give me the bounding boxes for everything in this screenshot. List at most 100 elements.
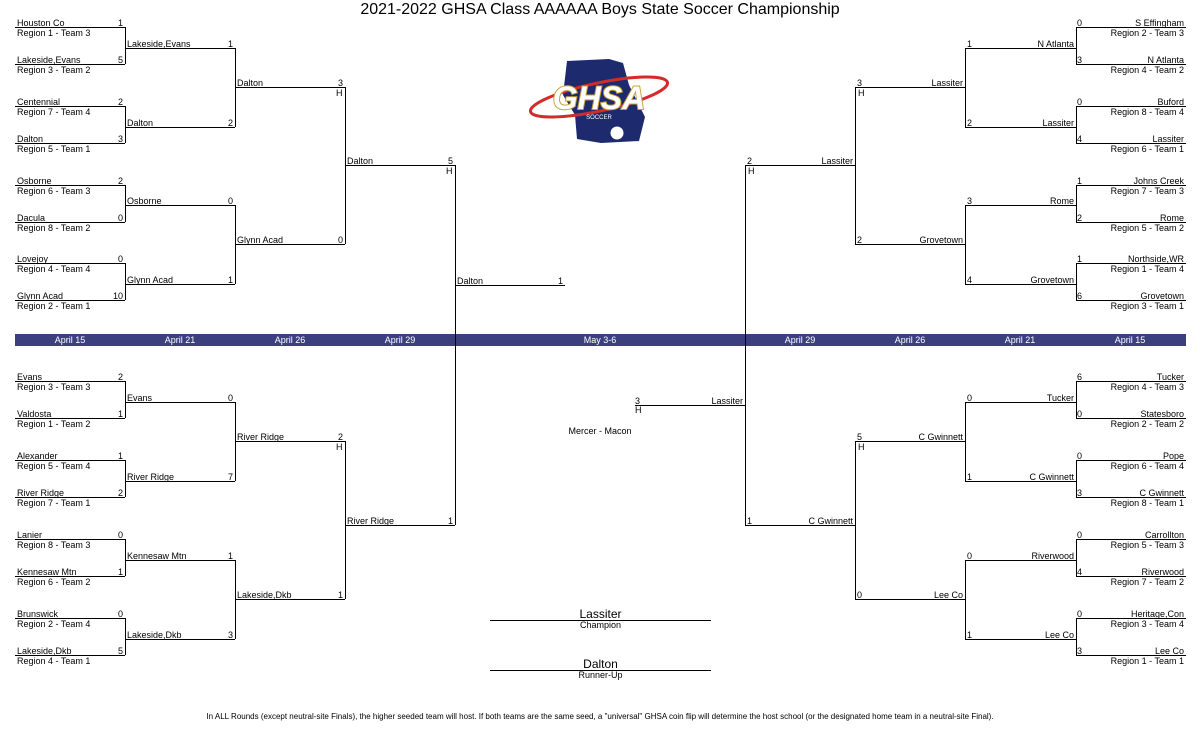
r1-seed-label: Region 1 - Team 4 — [1110, 264, 1184, 274]
r1-seed-label: Region 2 - Team 3 — [1110, 28, 1184, 38]
r2-score: 0 — [967, 393, 973, 403]
r3-host-mark: H — [336, 88, 343, 98]
r2-right-connector — [1076, 185, 1077, 222]
r2-score: 1 — [227, 551, 233, 561]
r1-team-name: Buford — [1157, 97, 1184, 107]
r1-seed-label: Region 7 - Team 3 — [1110, 186, 1184, 196]
r3-team-name: Glynn Acad — [237, 235, 284, 245]
r1-team-name: Rome — [1159, 213, 1184, 223]
r2-team-name: Osborne — [127, 196, 162, 206]
r1-right-line — [1076, 618, 1186, 619]
r2-left-line — [125, 560, 235, 561]
r1-score: 6 — [1077, 291, 1083, 301]
r2-right-connector — [1076, 381, 1077, 418]
r1-seed-label: Region 5 - Team 4 — [17, 461, 91, 471]
r1-left-line — [15, 64, 125, 65]
r1-seed-label: Region 3 - Team 3 — [17, 382, 91, 392]
r1-seed-label: Region 4 - Team 4 — [17, 264, 91, 274]
r1-score: 2 — [117, 176, 123, 186]
r1-seed-label: Region 4 - Team 2 — [1110, 65, 1184, 75]
footnote: In ALL Rounds (except neutral-site Final… — [206, 712, 994, 721]
r1-left-line — [15, 497, 125, 498]
r3-host-mark: H — [336, 442, 343, 452]
r3-score: 5 — [857, 432, 863, 442]
r1-seed-label: Region 7 - Team 4 — [17, 107, 91, 117]
r1-seed-label: Region 5 - Team 3 — [1110, 540, 1184, 550]
r2-right-connector — [1076, 460, 1077, 497]
r2-right-line — [965, 205, 1076, 206]
r2-left-line — [125, 402, 235, 403]
r2-right-connector — [1076, 106, 1077, 143]
r3-right-line — [855, 441, 965, 442]
r1-team-name: Lakeside,Dkb — [17, 646, 72, 656]
r3-score: 3 — [337, 78, 343, 88]
r4-team-name: Lassiter — [821, 156, 853, 166]
r1-team-name: C Gwinnett — [1139, 488, 1184, 498]
r1-score: 1 — [1077, 176, 1083, 186]
r1-right-line — [1076, 27, 1186, 28]
r4-team-name: River Ridge — [347, 516, 395, 526]
r1-score: 0 — [1077, 530, 1083, 540]
r1-seed-label: Region 6 - Team 2 — [17, 577, 91, 587]
r3-right-line — [855, 599, 965, 600]
r2-score: 0 — [227, 393, 233, 403]
r4-host-mark: H — [748, 166, 755, 176]
r2-left-line — [125, 48, 235, 49]
r1-score: 0 — [1077, 97, 1083, 107]
final-left-score: 1 — [557, 276, 563, 286]
r1-team-name: Lovejoy — [17, 254, 49, 264]
r1-score: 0 — [117, 530, 123, 540]
r2-score: 1 — [967, 472, 973, 482]
r1-score: 0 — [1077, 18, 1083, 28]
date-left-r3: April 26 — [274, 335, 306, 345]
date-right-r1: April 15 — [1114, 335, 1146, 345]
r3-host-mark: H — [858, 88, 865, 98]
r2-team-name: Rome — [1049, 196, 1074, 206]
r1-team-name: Lee Co — [1154, 646, 1184, 656]
r2-left-connector — [125, 460, 126, 497]
r2-left-connector — [125, 381, 126, 418]
r1-score: 5 — [117, 55, 123, 65]
r3-left-connector — [235, 560, 236, 639]
r2-left-line — [125, 127, 235, 128]
r1-seed-label: Region 8 - Team 2 — [17, 223, 91, 233]
r2-left-line — [125, 639, 235, 640]
r1-left-line — [15, 263, 125, 264]
r2-score: 1 — [227, 275, 233, 285]
date-right-r2: April 21 — [1004, 335, 1036, 345]
r1-score: 1 — [1077, 254, 1083, 264]
r2-score: 0 — [967, 551, 973, 561]
r2-left-connector — [125, 27, 126, 64]
r3-right-connector — [965, 48, 966, 127]
r3-right-connector — [965, 560, 966, 639]
r1-right-line — [1076, 143, 1186, 144]
r4-team-name: C Gwinnett — [808, 516, 853, 526]
r1-right-line — [1076, 263, 1186, 264]
r1-left-line — [15, 300, 125, 301]
r3-score: 3 — [857, 78, 863, 88]
r4-left-line — [345, 165, 455, 166]
r1-score: 1 — [117, 451, 123, 461]
r3-score: 1 — [337, 590, 343, 600]
r2-right-connector — [1076, 27, 1077, 64]
r1-score: 4 — [1077, 134, 1083, 144]
r1-score: 2 — [117, 488, 123, 498]
r1-seed-label: Region 1 - Team 3 — [17, 28, 91, 38]
r3-left-line — [235, 87, 345, 88]
date-left-r2: April 21 — [164, 335, 196, 345]
r1-score: 3 — [1077, 488, 1083, 498]
final-right-team: Lassiter — [711, 396, 743, 406]
r1-team-name: Alexander — [17, 451, 58, 461]
r1-left-line — [15, 27, 125, 28]
r2-left-connector — [125, 263, 126, 300]
final-right-score: 3 — [635, 396, 641, 406]
r1-right-line — [1076, 222, 1186, 223]
final-left-team: Dalton — [457, 276, 484, 286]
r2-score: 1 — [967, 39, 973, 49]
date-right-r3: April 26 — [894, 335, 926, 345]
r2-left-connector — [125, 618, 126, 655]
r1-right-line — [1076, 300, 1186, 301]
r2-team-name: Kennesaw Mtn — [127, 551, 187, 561]
r1-right-line — [1076, 418, 1186, 419]
r3-team-name: Grovetown — [919, 235, 963, 245]
